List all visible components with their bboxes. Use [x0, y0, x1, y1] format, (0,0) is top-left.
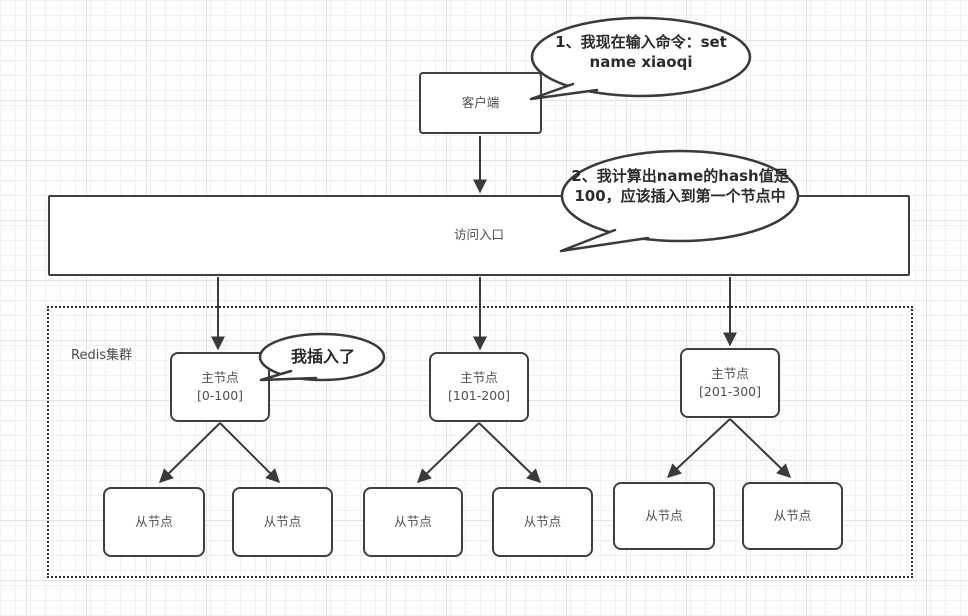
slave-node-1-label: 从节点 [135, 513, 173, 529]
slave-node-6: 从节点 [742, 482, 843, 550]
slave-node-3-label: 从节点 [394, 513, 432, 529]
master-node-1: 主节点 [0-100] [170, 352, 270, 422]
slave-node-5-label: 从节点 [645, 507, 683, 523]
master-node-2-label: 主节点 [101-200] [448, 369, 510, 403]
slave-node-6-label: 从节点 [773, 507, 812, 523]
slave-node-5: 从节点 [613, 482, 715, 550]
access-entry-node: 访问入口 [48, 195, 910, 276]
slave-node-1: 从节点 [103, 487, 205, 557]
redis-cluster-label: Redis集群 [71, 348, 133, 363]
client-node-label: 客户端 [461, 94, 500, 110]
access-entry-label: 访问入口 [453, 227, 504, 243]
client-node: 客户端 [419, 72, 542, 134]
master-node-2: 主节点 [101-200] [429, 352, 529, 422]
master-node-3: 主节点 [201-300] [680, 348, 780, 418]
slave-node-4: 从节点 [492, 487, 593, 557]
slave-node-3: 从节点 [363, 487, 463, 557]
slave-node-2-label: 从节点 [263, 513, 302, 529]
slave-node-4-label: 从节点 [523, 513, 562, 529]
master-node-3-label: 主节点 [201-300] [699, 365, 761, 399]
slave-node-2: 从节点 [232, 487, 333, 557]
speech-bubble-step1 [529, 16, 752, 101]
master-node-1-label: 主节点 [0-100] [196, 369, 244, 403]
speech-bubble-step1-text: 1、我现在输入命令：set name xiaoqi [555, 33, 727, 72]
